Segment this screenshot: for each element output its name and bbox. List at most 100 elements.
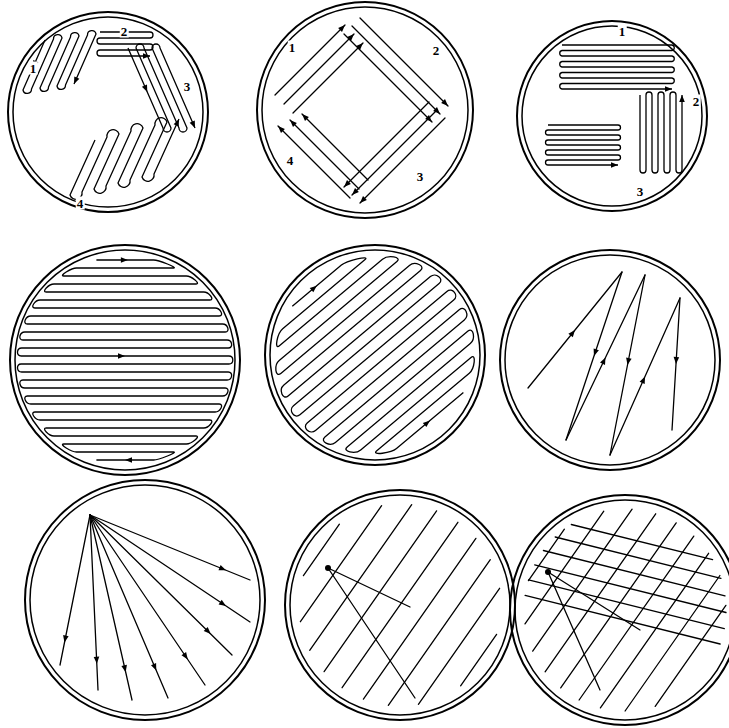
streak-line [566, 272, 622, 440]
arrow-head [626, 358, 632, 365]
streak-zigzag [70, 118, 179, 200]
arrow-head [338, 25, 345, 32]
petri-dish-rim [8, 12, 208, 212]
petri-dish-rim [500, 250, 720, 470]
arrow-head [278, 126, 285, 133]
petri-dish-inner-rim [505, 255, 715, 465]
arrow-head [94, 657, 100, 664]
arrow-head [665, 86, 672, 92]
arrow-head [63, 635, 69, 642]
streak-line [90, 515, 250, 580]
streak-line [302, 114, 368, 180]
streak-zigzag [640, 92, 682, 173]
streak-serpentine [276, 257, 475, 454]
callout-number: 1 [288, 41, 297, 54]
arrow-head [142, 85, 147, 93]
streak-line [625, 576, 720, 712]
streak-line [461, 634, 497, 685]
petri-dish-inner-rim [515, 500, 729, 720]
arrow-head [640, 377, 645, 385]
petri-dish-rim [285, 490, 515, 720]
callout-number: 2 [692, 95, 701, 108]
streak-line [610, 275, 645, 455]
arrow-head [611, 162, 618, 168]
callout-number: 1 [29, 62, 38, 75]
streak-line [90, 515, 250, 622]
petri-dish-rim [10, 245, 240, 475]
callout-number: 3 [183, 80, 192, 93]
petri-dish-rim [510, 495, 729, 725]
arrow-head [679, 95, 685, 102]
streak-line [310, 505, 412, 651]
streak-line [290, 120, 359, 189]
streak-line [324, 511, 437, 672]
streak-line [388, 560, 490, 706]
arrow-head [118, 353, 125, 359]
streak-line [555, 537, 721, 578]
streak-line [548, 572, 600, 690]
streak-line [344, 34, 432, 122]
arrow-head [121, 665, 127, 673]
petri-dish-inner-rim [262, 7, 468, 213]
petri-dish-rim [265, 245, 485, 465]
arrow-head [302, 114, 309, 121]
arrow-head [441, 99, 448, 106]
streak-line [418, 588, 499, 704]
callout-number: 2 [120, 25, 129, 38]
arrow-head [600, 358, 606, 366]
streak-line [610, 298, 680, 455]
streak-line [566, 275, 645, 440]
streak-line [303, 524, 339, 575]
streak-line [600, 553, 708, 708]
streak-serpentine [17, 260, 232, 460]
petri-dish-inner-rim [30, 485, 260, 715]
arrow-head [174, 119, 179, 127]
streak-line [278, 126, 350, 198]
petri-dish-rim [25, 480, 265, 720]
arrow-head [423, 421, 430, 428]
petri-dish-inner-rim [15, 250, 235, 470]
streak-line [363, 538, 476, 699]
petri-dish-inner-rim [522, 26, 702, 206]
streak-line [360, 18, 448, 106]
arrow-head [352, 188, 359, 195]
streak-zigzag [560, 45, 675, 89]
petri-dish-rim [517, 21, 707, 211]
streak-line [342, 522, 458, 687]
streak-line [284, 34, 354, 104]
callout-number: 2 [432, 44, 441, 57]
streak-line [275, 25, 345, 95]
arrow-head [190, 121, 195, 129]
streak-line [60, 515, 90, 665]
arrow-head [360, 196, 367, 203]
arrow-head [290, 120, 297, 127]
arrow-head [219, 565, 227, 570]
streak-zigzag [23, 31, 96, 94]
petri-dish-inner-rim [13, 17, 203, 207]
streak-line [528, 272, 622, 388]
arrow-head [219, 600, 226, 606]
streak-zigzag [546, 125, 621, 165]
arrow-head [125, 457, 132, 463]
streak-line [672, 298, 680, 430]
streak-line [548, 572, 640, 630]
streak-line [90, 515, 232, 655]
streak-line [352, 110, 437, 195]
streak-line [328, 568, 415, 698]
arrow-head [344, 180, 351, 187]
arrow-head [204, 627, 211, 634]
arrow-head [310, 286, 317, 293]
petri-dish-inner-rim [290, 495, 510, 715]
arrow-head [151, 663, 156, 671]
streak-line [545, 514, 656, 672]
arrow-head [182, 652, 188, 659]
streak-zigzag [128, 44, 195, 132]
streak-line [344, 102, 429, 187]
streak-line [533, 509, 632, 651]
streak-line [360, 118, 445, 203]
arrow-head [74, 77, 79, 85]
callout-number: 4 [286, 154, 295, 167]
petri-dish-inner-rim [270, 250, 480, 460]
